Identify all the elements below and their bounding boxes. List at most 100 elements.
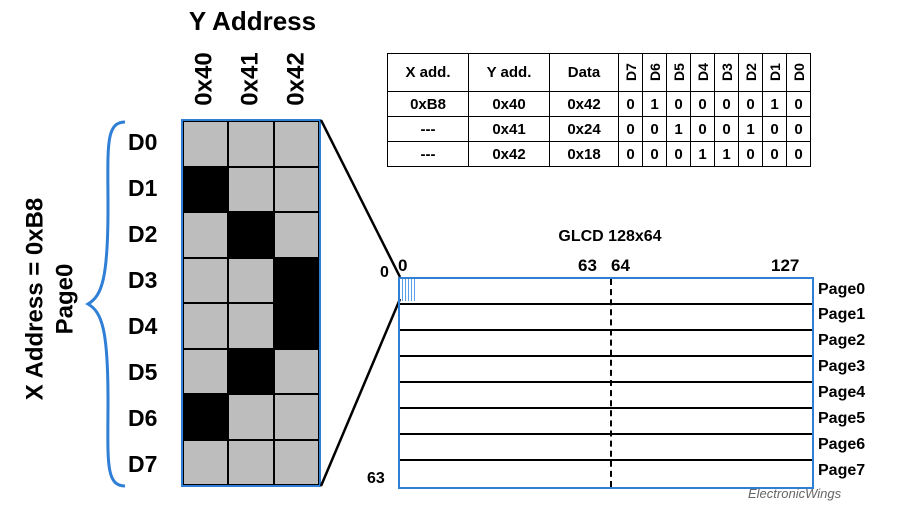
table-header: Data [549, 53, 619, 92]
table-cell: 0x24 [549, 116, 619, 142]
column-number: 63 [578, 256, 597, 275]
pixel-cell [183, 348, 229, 394]
pixel-cell [228, 212, 274, 258]
table-cell: 1 [666, 116, 691, 142]
pixel-cell [183, 121, 229, 167]
pixel-cell [228, 303, 274, 349]
table-header-row: X add. Y add. Data D7 D6 D5 D4 D3 D2 D1 … [387, 53, 811, 92]
bit-row-label: D7 [128, 450, 158, 477]
bit-row-label: D0 [128, 128, 158, 155]
table-header: D6 [642, 53, 667, 92]
pixel-cell [273, 394, 319, 440]
pixel-cell [228, 257, 274, 303]
pixel-cell [183, 439, 229, 485]
glcd-title: GLCD 128x64 [558, 228, 662, 245]
page-label: Page4 [818, 384, 866, 401]
table-cell: 0 [714, 91, 739, 117]
table-header: X add. [387, 53, 469, 92]
table-header: D5 [666, 53, 691, 92]
table-cell: 0 [786, 91, 811, 117]
table-cell: 0 [786, 116, 811, 142]
table-header: D7 [618, 53, 643, 92]
page-label: Page6 [818, 436, 866, 453]
table-cell: 0 [666, 141, 691, 167]
half-divider-line [610, 279, 612, 487]
pixel-cell [273, 212, 319, 258]
table-cell: 0 [642, 141, 667, 167]
table-cell: 0 [618, 141, 643, 167]
table-cell: 0 [690, 116, 715, 142]
page-divider [400, 303, 812, 305]
table-cell: --- [387, 141, 469, 167]
y-address-title: Y Address [188, 6, 317, 36]
bit-row-label: D6 [128, 404, 158, 431]
pixel-cell [228, 394, 274, 440]
pixel-cell [273, 348, 319, 394]
table-cell: 0 [762, 116, 787, 142]
table-cell: 0 [642, 116, 667, 142]
curly-brace [84, 120, 126, 488]
page-divider [400, 381, 812, 383]
table-cell: 0 [666, 91, 691, 117]
table-cell: 0 [738, 141, 763, 167]
column-number: 127 [771, 256, 800, 275]
page-divider [400, 329, 812, 331]
pixel-cell [183, 394, 229, 440]
watermark: ElectronicWings [748, 486, 842, 501]
bit-row-label: D1 [128, 174, 158, 201]
column-number: 64 [611, 256, 630, 275]
table-cell: 1 [690, 141, 715, 167]
table-cell: 0 [618, 116, 643, 142]
pixel-cell [273, 166, 319, 212]
table-cell: 1 [642, 91, 667, 117]
table-cell: 0x40 [468, 91, 550, 117]
table-cell: 0x18 [549, 141, 619, 167]
table-cell: 0 [738, 91, 763, 117]
table-cell: 0xB8 [387, 91, 469, 117]
table-cell: 0 [618, 91, 643, 117]
table-cell: 1 [738, 116, 763, 142]
table-cell: 1 [762, 91, 787, 117]
table-cell: --- [387, 116, 469, 142]
table-cell: 0 [714, 116, 739, 142]
data-table: X add. Y add. Data D7 D6 D5 D4 D3 D2 D1 … [387, 53, 811, 167]
table-cell: 0 [762, 141, 787, 167]
table-header: Y add. [468, 53, 550, 92]
glcd-display [398, 277, 814, 489]
page-label: Page1 [818, 306, 866, 323]
page-divider [400, 407, 812, 409]
pixel-tick-marks [402, 279, 416, 301]
pixel-cell [183, 257, 229, 303]
row-number: 63 [367, 470, 385, 487]
pixel-cell [273, 303, 319, 349]
page-label: Page7 [818, 462, 866, 479]
pixel-cell [228, 121, 274, 167]
page-label: Page5 [818, 410, 866, 427]
pixel-cell [228, 439, 274, 485]
table-header: D2 [738, 53, 763, 92]
table-cell: 0x42 [549, 91, 619, 117]
pixel-cell [273, 257, 319, 303]
bit-row-label: D4 [128, 312, 158, 339]
bit-row-label: D5 [128, 358, 158, 385]
table-header: D4 [690, 53, 715, 92]
column-number: 0 [398, 256, 408, 275]
table-cell: 1 [714, 141, 739, 167]
page-label: Page2 [818, 332, 866, 349]
bit-row-label: D2 [128, 220, 158, 247]
pixel-cell [183, 303, 229, 349]
pixel-cell [183, 166, 229, 212]
table-cell: 0x41 [468, 116, 550, 142]
page-label: Page0 [818, 281, 866, 298]
table-header: D0 [786, 53, 811, 92]
pixel-cell [228, 166, 274, 212]
table-cell: 0x42 [468, 141, 550, 167]
pixel-grid [181, 119, 321, 487]
pixel-cell [183, 212, 229, 258]
table-header: D1 [762, 53, 787, 92]
row-number: 0 [380, 264, 389, 281]
pixel-cell [273, 121, 319, 167]
